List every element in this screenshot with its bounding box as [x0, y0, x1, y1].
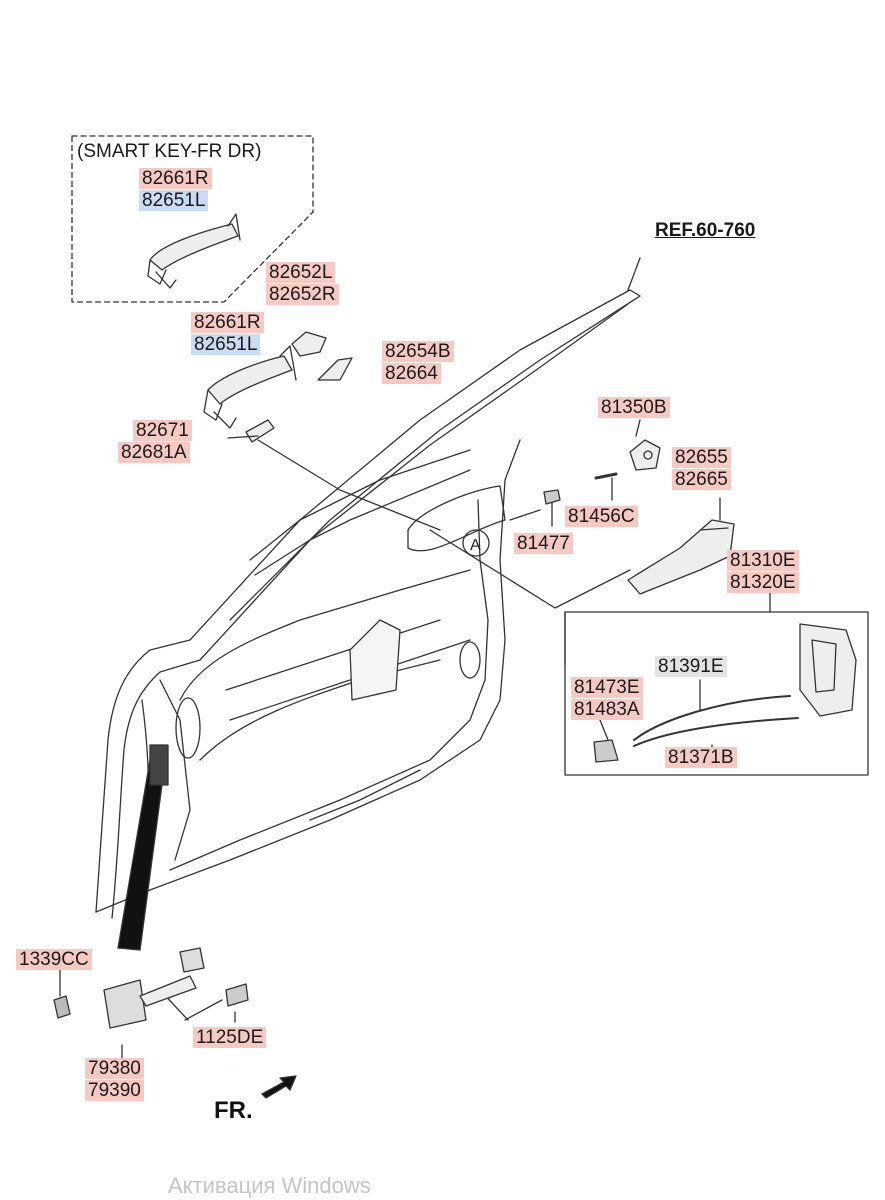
part-label-81371b: 81371B [665, 747, 737, 768]
fr-arrow-icon [261, 1075, 297, 1099]
part-label-82661r-box: 82661R [139, 168, 212, 189]
smart-key-dashed-box [71, 135, 314, 303]
part-label-81391e: 81391E [655, 656, 727, 677]
lock-cable-icon [593, 695, 799, 763]
screw-icon [543, 472, 618, 505]
door-panel-outline [95, 289, 641, 919]
part-label-82652r: 82652R [266, 284, 339, 305]
front-direction-label: FR. [214, 1097, 253, 1124]
detail-marker-label: A [470, 537, 481, 554]
part-label-79390: 79390 [85, 1080, 144, 1101]
ref-label: REF.60-760 [655, 220, 756, 241]
gasket-icon [317, 357, 353, 381]
base-pad-icon [245, 419, 275, 443]
striker-icon [629, 439, 661, 471]
check-strap [117, 759, 166, 951]
part-label-79380: 79380 [85, 1058, 144, 1079]
part-label-82665: 82665 [672, 469, 731, 490]
part-label-82661r: 82661R [191, 312, 264, 333]
part-label-81320e: 81320E [727, 572, 799, 593]
part-label-81477: 81477 [514, 533, 573, 554]
door-latch-icon [799, 623, 857, 717]
part-label-82664: 82664 [382, 363, 441, 384]
smart-key-title: (SMART KEY-FR DR) [77, 141, 262, 162]
part-label-82671: 82671 [133, 420, 192, 441]
smart-key-handle-icon [147, 213, 241, 289]
part-label-81456c: 81456C [565, 506, 638, 527]
handle-cap-icon [291, 331, 327, 357]
part-label-82651l-box: 82651L [139, 190, 209, 211]
part-label-1125de: 1125DE [193, 1027, 267, 1048]
part-label-82651l: 82651L [191, 334, 261, 355]
part-label-81483a: 81483A [571, 699, 643, 720]
part-label-81350b: 81350B [598, 397, 670, 418]
part-label-81310e: 81310E [727, 550, 799, 571]
door-checker-icon [53, 947, 249, 1029]
part-label-82655: 82655 [672, 447, 731, 468]
part-label-82654b: 82654B [382, 341, 454, 362]
part-label-1339cc: 1339CC [16, 949, 92, 970]
outside-handle-icon [203, 345, 297, 429]
part-label-81473e: 81473E [571, 677, 643, 698]
inside-handle-icon [627, 519, 735, 595]
part-label-82652l: 82652L [266, 262, 336, 283]
part-label-82681a: 82681A [118, 442, 190, 463]
detail-marker-circle [462, 529, 490, 557]
lock-detail-box [564, 611, 869, 776]
windows-activation-watermark: Активация Windows [168, 1173, 371, 1198]
